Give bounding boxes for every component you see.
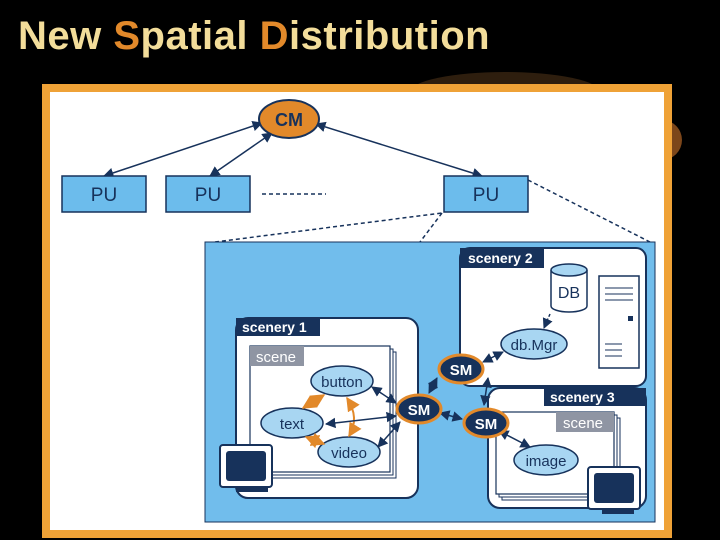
image-label: image xyxy=(526,453,567,470)
cm-node: CM xyxy=(258,99,320,139)
sm-label: SM xyxy=(475,416,498,433)
projection-line xyxy=(214,212,443,243)
scenery-2-label: scenery 2 xyxy=(468,250,533,266)
sm-node-right: SM xyxy=(462,407,510,439)
pu-box-3: PU xyxy=(443,175,529,213)
text-node: text xyxy=(260,407,324,439)
cm-pu1-link xyxy=(103,121,263,178)
dbmgr-node: db.Mgr xyxy=(500,328,568,360)
sm-node-mid: SM xyxy=(395,393,443,425)
cm-label: CM xyxy=(275,110,303,130)
button-node: button xyxy=(310,365,374,397)
sm-label: SM xyxy=(450,362,473,379)
text-button-link xyxy=(301,394,326,409)
sm-links xyxy=(324,351,531,448)
tv-icon xyxy=(219,444,273,492)
smright-image-link xyxy=(498,430,531,448)
image-node: image xyxy=(513,444,579,476)
cm-pu2-link xyxy=(209,132,273,177)
title-part: patial xyxy=(140,14,260,58)
smmid-button-link xyxy=(371,386,397,404)
pu-box-1: PU xyxy=(61,175,147,213)
pu-label: PU xyxy=(195,185,221,206)
pu-label: PU xyxy=(91,185,117,206)
scene-1-label: scene xyxy=(256,349,296,366)
database-icon: DB xyxy=(550,263,588,313)
scenery-3-label: scenery 3 xyxy=(550,389,615,405)
dbmgr-label: db.Mgr xyxy=(511,337,558,354)
projection-line xyxy=(419,212,443,243)
db-label: DB xyxy=(558,285,580,302)
text-label: text xyxy=(280,416,305,433)
scene-3-label: scene xyxy=(563,415,603,432)
cm-pu3-link xyxy=(314,121,484,179)
title-part: istribution xyxy=(289,14,491,58)
sm-node-top: SM xyxy=(437,353,485,385)
projection-lines xyxy=(214,179,651,243)
smtop-smmid-link xyxy=(427,377,439,394)
smmid-text-link xyxy=(324,411,398,429)
smmid-smright-link xyxy=(438,410,464,422)
server-icon xyxy=(598,275,640,369)
title-highlight-d: D xyxy=(259,14,290,58)
db-link xyxy=(542,313,553,329)
smmid-video-link xyxy=(377,421,401,448)
pu-label: PU xyxy=(473,185,499,206)
text-video-link xyxy=(304,432,326,449)
video-node: video xyxy=(317,436,381,468)
tv-icon xyxy=(587,466,641,514)
button-label: button xyxy=(321,374,363,391)
sm-label: SM xyxy=(408,402,431,419)
page-title: New Spatial Distribution xyxy=(18,14,490,59)
scenery-1-label: scenery 1 xyxy=(242,319,307,335)
smtop-dbmgr-link xyxy=(482,351,504,363)
title-highlight-s: S xyxy=(113,14,141,58)
smtop-smright-link xyxy=(480,376,492,407)
pu-box-2: PU xyxy=(165,175,251,213)
projection-line xyxy=(527,179,651,243)
video-label: video xyxy=(331,445,367,462)
cm-links xyxy=(103,121,484,179)
title-part: New xyxy=(18,14,114,58)
